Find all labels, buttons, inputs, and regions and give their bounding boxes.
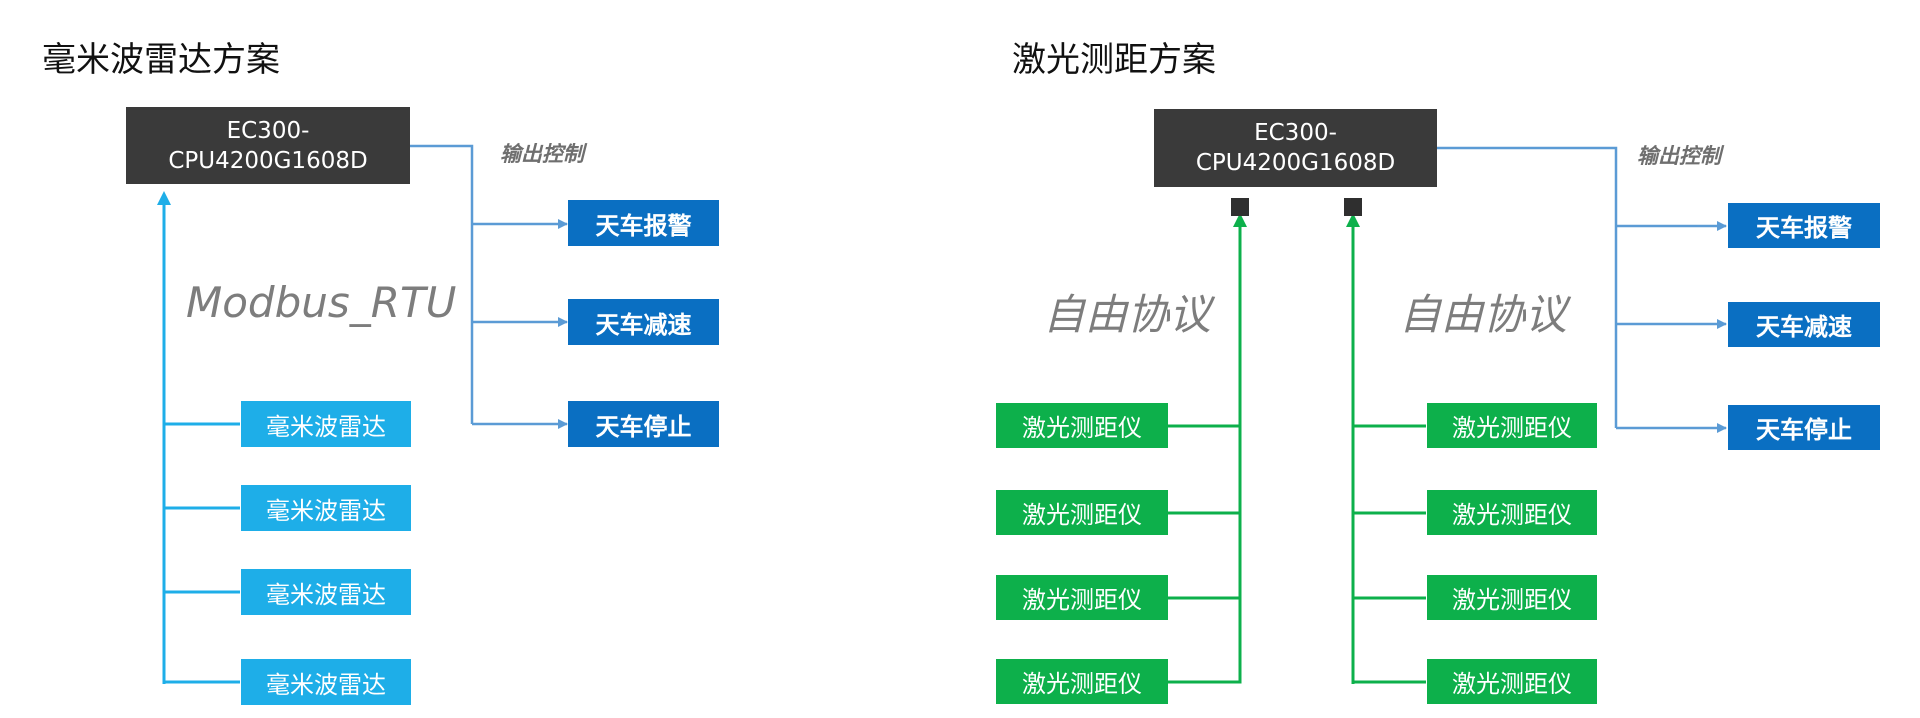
right-laser-left-4: 激光测距仪 [996,659,1168,704]
right-controller-box: EC300- CPU4200G1608D [1154,109,1437,187]
right-output-stop: 天车停止 [1728,405,1880,450]
right-laser-left-2: 激光测距仪 [996,490,1168,535]
left-controller-line2: CPU4200G1608D [168,147,368,174]
left-radar-4: 毫米波雷达 [241,659,411,705]
right-controller-port-1 [1231,198,1249,216]
right-output-alarm: 天车报警 [1728,203,1880,248]
left-radar-2: 毫米波雷达 [241,485,411,531]
left-radar-1: 毫米波雷达 [241,401,411,447]
right-protocol-label-left: 自由协议 [1043,290,1212,339]
left-output-alarm: 天车报警 [568,200,719,246]
left-controller-line1: EC300- [226,117,310,144]
left-sensor-bus [157,191,240,684]
right-controller-port-2 [1344,198,1362,216]
right-output-slowdown: 天车减速 [1728,302,1880,347]
left-controller-box: EC300- CPU4200G1608D [126,107,410,184]
right-laser-bus-right [1346,213,1426,684]
right-controller-line2: CPU4200G1608D [1195,150,1396,176]
right-laser-right-3: 激光测距仪 [1427,575,1597,620]
right-protocol-label-right: 自由协议 [1399,290,1568,339]
left-output-control-label: 输出控制 [500,142,584,166]
right-laser-bus-left [1168,213,1247,684]
right-output-control-label: 输出控制 [1637,144,1721,168]
right-laser-left-3: 激光测距仪 [996,575,1168,620]
right-laser-right-4: 激光测距仪 [1427,659,1597,704]
left-diagram-title: 毫米波雷达方案 [42,40,280,80]
left-output-stop: 天车停止 [568,401,719,447]
right-controller-line1: EC300- [1254,120,1337,146]
left-radar-3: 毫米波雷达 [241,569,411,615]
right-diagram-title: 激光测距方案 [1012,40,1216,80]
right-laser-right-1: 激光测距仪 [1427,403,1597,448]
right-laser-right-2: 激光测距仪 [1427,490,1597,535]
right-output-wiring [1437,146,1727,433]
left-output-wiring [410,144,568,429]
left-protocol-label: Modbus_RTU [186,278,457,327]
right-laser-left-1: 激光测距仪 [996,403,1168,448]
left-output-slowdown: 天车减速 [568,299,719,345]
